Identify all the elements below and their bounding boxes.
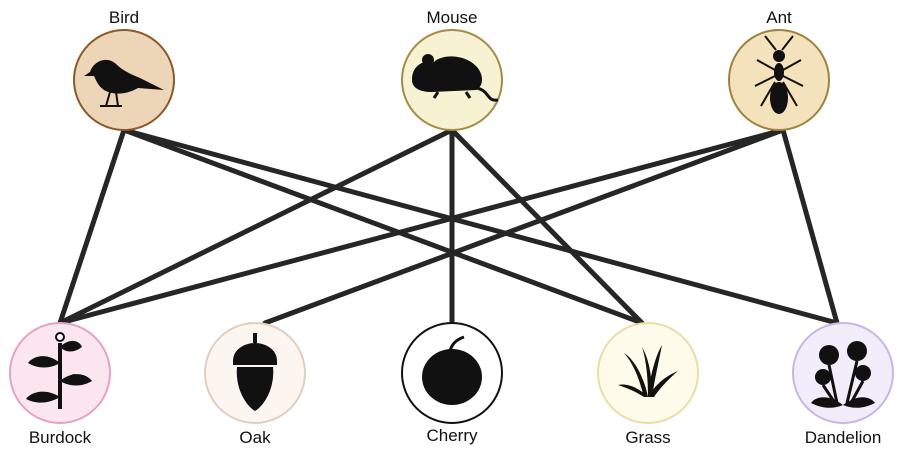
ant-silhouette-icon xyxy=(754,35,804,114)
burdock-plant-icon xyxy=(26,332,92,409)
cherry-node xyxy=(401,322,503,424)
dandelion-node xyxy=(792,322,894,424)
mouse-label: Mouse xyxy=(426,8,478,27)
links-layer xyxy=(57,127,840,326)
ant-label: Ant xyxy=(766,8,792,27)
link-ant-dandelion xyxy=(780,127,840,326)
link-bird-dandelion xyxy=(121,127,840,326)
cherry-label: Cherry xyxy=(426,426,478,445)
bird-node xyxy=(73,29,175,131)
nodes-layer xyxy=(9,29,894,424)
grass-node xyxy=(597,322,699,424)
link-bird-burdock xyxy=(57,127,127,326)
ant-node xyxy=(728,29,830,131)
mouse-node xyxy=(401,29,503,131)
link-ant-burdock xyxy=(57,127,786,326)
link-ant-oak xyxy=(262,127,786,326)
burdock-label: Burdock xyxy=(28,428,92,447)
dandelion-circle xyxy=(792,322,894,424)
link-mouse-burdock xyxy=(57,127,455,326)
mouse-silhouette-icon xyxy=(412,54,499,102)
link-bird-grass xyxy=(121,127,645,326)
grass-label: Grass xyxy=(625,428,671,447)
acorn-icon xyxy=(233,333,277,411)
link-mouse-grass xyxy=(449,127,645,326)
dandelion-icon xyxy=(811,341,875,408)
oak-node xyxy=(204,322,306,424)
burdock-node xyxy=(9,322,111,424)
cherry-fruit-icon xyxy=(422,335,482,405)
bird-label: Bird xyxy=(108,8,140,27)
dandelion-label: Dandelion xyxy=(804,428,882,447)
oak-label: Oak xyxy=(239,428,271,447)
bird-silhouette-icon xyxy=(84,59,164,107)
grass-tuft-icon xyxy=(618,345,678,397)
